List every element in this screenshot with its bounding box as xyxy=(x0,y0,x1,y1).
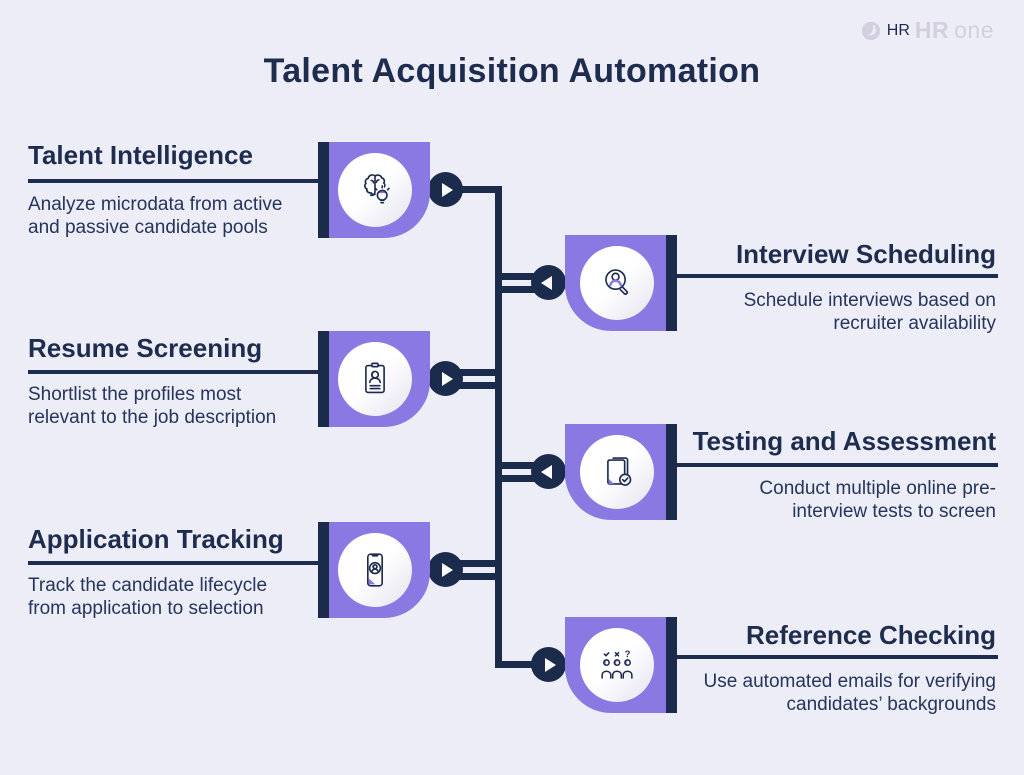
connector-line xyxy=(450,382,498,389)
step-description: Use automated emails for verifying candi… xyxy=(703,670,996,716)
step-description: Conduct multiple online pre- interview t… xyxy=(759,477,996,523)
test-checklist-icon xyxy=(580,435,654,509)
desc-line: from application to selection xyxy=(28,598,264,619)
icon-tile xyxy=(565,424,677,520)
desc-line: recruiter availability xyxy=(833,313,996,334)
divider-rule xyxy=(674,655,998,659)
connector-line xyxy=(498,273,538,280)
desc-line: Use automated emails for verifying xyxy=(703,671,996,692)
logo-text-bold: HR xyxy=(886,21,910,39)
desc-line: Shortlist the profiles most xyxy=(28,384,242,405)
arrow-right-icon xyxy=(442,182,453,197)
icon-tile xyxy=(318,522,430,618)
desc-line: candidates’ backgrounds xyxy=(786,694,997,715)
divider-rule xyxy=(28,179,319,183)
connector-line xyxy=(461,186,502,193)
step-title: Testing and Assessment xyxy=(692,426,996,456)
connector-trunk-line xyxy=(495,186,502,668)
page-title: Talent Acquisition Automation xyxy=(263,52,761,90)
divider-rule xyxy=(674,274,998,278)
connector-line xyxy=(450,369,498,376)
divider-rule xyxy=(28,561,319,565)
arrow-left-icon xyxy=(541,275,552,290)
connector-line xyxy=(495,661,540,668)
connector-line xyxy=(450,573,498,580)
step-title: Talent Intelligence xyxy=(28,140,253,170)
divider-rule xyxy=(28,370,319,374)
brain-lightbulb-icon xyxy=(338,153,412,227)
step-description: Track the candidate lifecycle from appli… xyxy=(28,574,267,620)
step-title: Reference Checking xyxy=(746,620,996,650)
arrow-right-icon xyxy=(442,371,453,386)
desc-line: Track the candidate lifecycle xyxy=(28,575,268,596)
icon-tile xyxy=(565,235,677,331)
desc-line: interview tests to screen xyxy=(792,501,996,522)
desc-line: Analyze microdata from active xyxy=(28,194,283,215)
desc-line: relevant to the job description xyxy=(28,407,277,428)
connector-line xyxy=(498,475,538,482)
step-description: Analyze microdata from active and passiv… xyxy=(28,193,283,239)
connector-line xyxy=(498,462,538,469)
tile-accent-bar xyxy=(666,617,677,713)
step-description: Shortlist the profiles most relevant to … xyxy=(28,383,276,429)
desc-line: Conduct multiple online pre- xyxy=(759,478,996,499)
tile-accent-bar xyxy=(318,331,329,427)
connector-arrow-node xyxy=(531,454,566,489)
connector-arrow-node xyxy=(428,172,463,207)
svg-text:?: ? xyxy=(625,649,631,660)
desc-line: and passive candidate pools xyxy=(28,217,268,238)
connector-arrow-node xyxy=(428,552,463,587)
logo-text-hr: HR xyxy=(914,17,950,43)
phone-tracking-icon xyxy=(338,533,412,607)
icon-tile: ? xyxy=(565,617,677,713)
arrow-right-icon xyxy=(545,657,556,672)
tile-accent-bar xyxy=(318,142,329,238)
hrone-logo-icon xyxy=(861,21,880,40)
step-title: Interview Scheduling xyxy=(735,239,996,269)
icon-tile xyxy=(318,142,430,238)
logo-text-one: one xyxy=(954,17,994,43)
arrow-right-icon xyxy=(442,562,453,577)
candidate-search-icon xyxy=(580,246,654,320)
connector-arrow-node xyxy=(428,361,463,396)
people-verification-icon: ? xyxy=(580,628,654,702)
step-title: Application Tracking xyxy=(28,524,284,554)
tile-accent-bar xyxy=(666,424,677,520)
tile-accent-bar xyxy=(666,235,677,331)
resume-card-icon xyxy=(338,342,412,416)
connector-line xyxy=(498,286,538,293)
arrow-left-icon xyxy=(541,464,552,479)
connector-arrow-node xyxy=(531,647,566,682)
desc-line: Schedule interviews based on xyxy=(743,290,996,311)
icon-tile xyxy=(318,331,430,427)
connector-arrow-node xyxy=(531,265,566,300)
step-description: Schedule interviews based on recruiter a… xyxy=(744,289,996,335)
connector-line xyxy=(450,560,498,567)
tile-accent-bar xyxy=(318,522,329,618)
step-title: Resume Screening xyxy=(28,333,263,363)
divider-rule xyxy=(674,463,998,467)
